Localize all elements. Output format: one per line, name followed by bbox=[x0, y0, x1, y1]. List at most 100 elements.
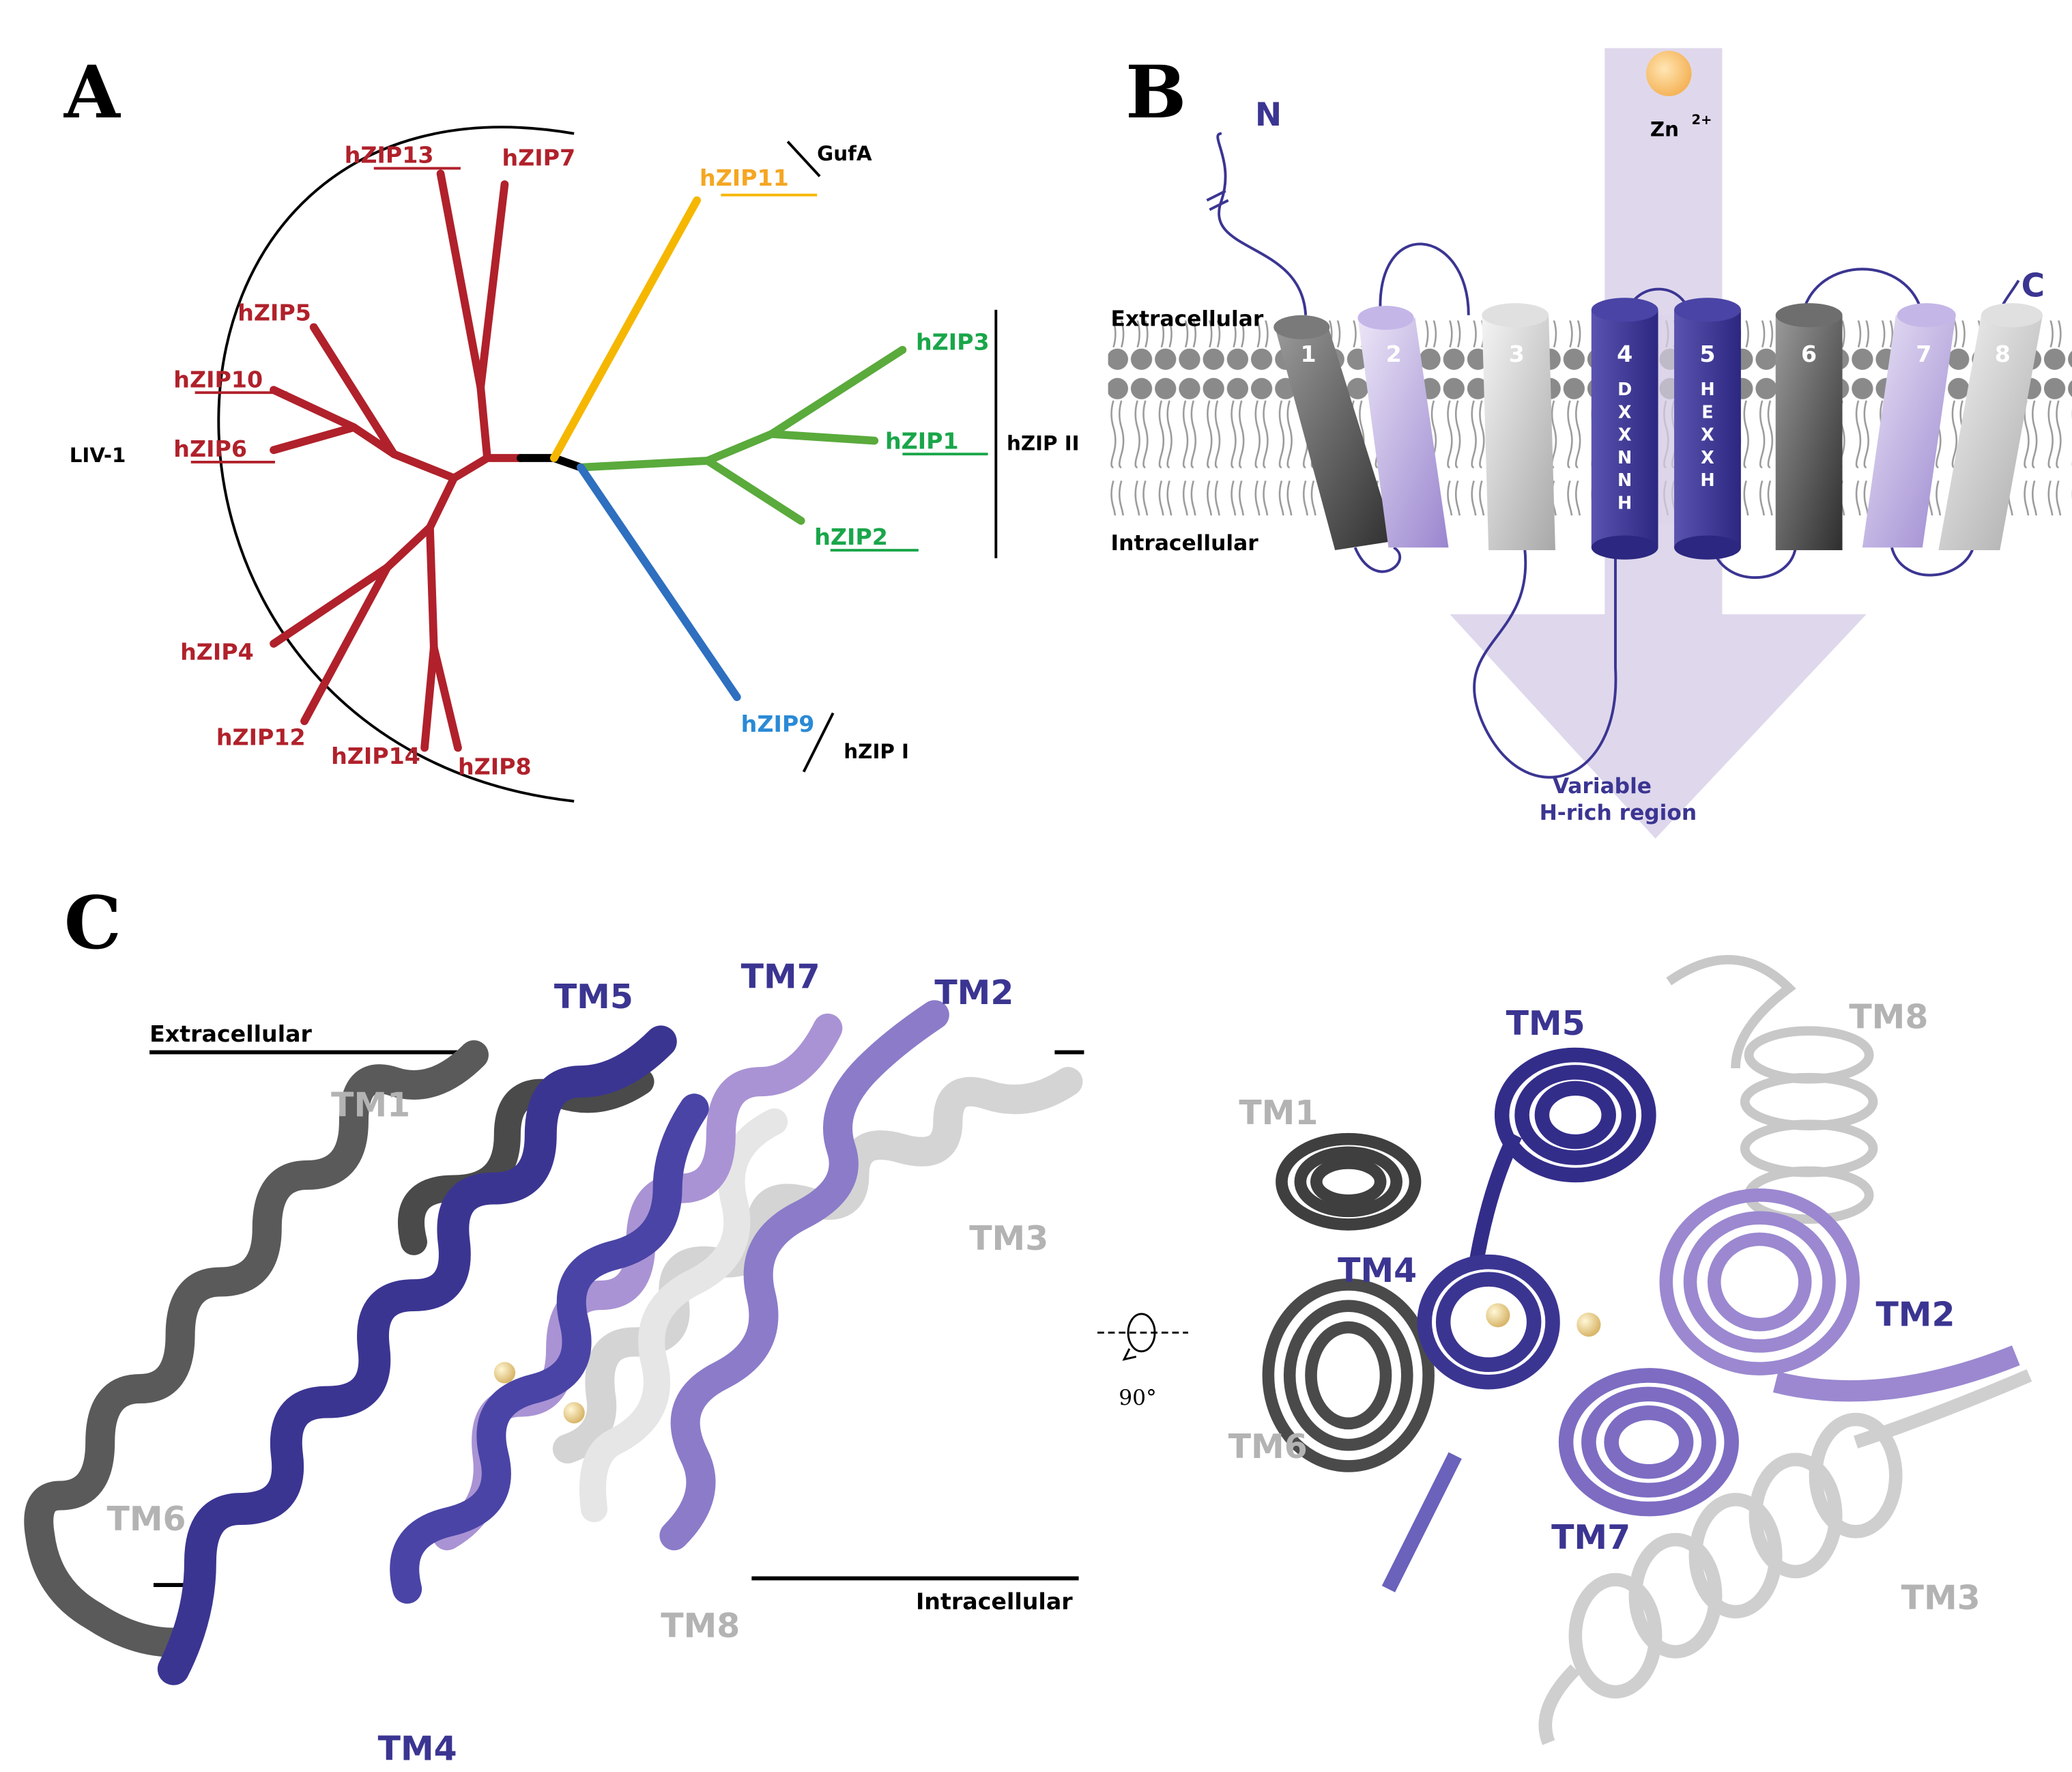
zip2-labels: hZIP3 hZIP1 hZIP2 bbox=[814, 329, 989, 551]
zinc-ball-1 bbox=[493, 1362, 516, 1384]
variable-region-label-1: Variable bbox=[1553, 774, 1652, 799]
helix-num-5: 5 bbox=[1699, 341, 1715, 367]
liv1-underlines bbox=[190, 167, 461, 463]
top-coil-tm2 bbox=[1659, 1188, 2020, 1402]
top-tm-labels: TM5 TM8 TM1 TM4 TM2 TM6 TM7 TM3 bbox=[1228, 997, 1981, 1617]
group-hzip1: hZIP I bbox=[844, 740, 909, 763]
top-view bbox=[1262, 955, 2032, 1745]
leaf-hzip3: hZIP3 bbox=[916, 329, 990, 356]
top-label-tm2: TM2 bbox=[1875, 1296, 1955, 1334]
zinc-ball-2 bbox=[563, 1402, 585, 1424]
helix-8 bbox=[1938, 303, 2043, 551]
side-label-tm5: TM5 bbox=[554, 977, 633, 1016]
helix-7 bbox=[1862, 303, 1956, 548]
group-liv1: LIV-1 bbox=[70, 444, 126, 467]
top-label-tm5: TM5 bbox=[1506, 1004, 1585, 1043]
motif5-x2: X bbox=[1701, 447, 1714, 468]
motif4-x1: X bbox=[1618, 401, 1632, 422]
leaf-hzip12: hZIP12 bbox=[216, 724, 306, 751]
motif5-h2: H bbox=[1700, 470, 1714, 490]
variable-region-label-2: H-rich region bbox=[1540, 801, 1697, 825]
rotation-angle: 90° bbox=[1119, 1386, 1156, 1410]
leaf-hzip1: hZIP1 bbox=[885, 427, 959, 454]
top-coil-tm5 bbox=[1467, 1047, 1656, 1270]
leaf-hzip8: hZIP8 bbox=[458, 754, 532, 780]
panel-c: C Extra bbox=[24, 881, 2032, 1769]
side-helix-tm3 bbox=[552, 1067, 1083, 1464]
leaf-hzip2: hZIP2 bbox=[814, 524, 888, 550]
leaf-hzip9: hZIP9 bbox=[741, 711, 815, 737]
side-helix-tm5 bbox=[157, 1025, 677, 1685]
side-view: Extracellular Intracellular TM5 TM7 TM2 … bbox=[24, 958, 1084, 1769]
top-coil-tm7 bbox=[1558, 1368, 1739, 1517]
side-tm-labels: TM5 TM7 TM2 TM1 TM3 TM6 TM8 TM4 bbox=[106, 958, 1048, 1769]
helix-4 bbox=[1591, 298, 1658, 560]
helix-num-4: 4 bbox=[1617, 341, 1632, 367]
gufa-branch bbox=[549, 196, 701, 462]
side-label-tm1: TM1 bbox=[331, 1085, 410, 1124]
liv1-bracket bbox=[217, 126, 575, 803]
helix-numbers: 1 2 3 4 5 6 7 8 bbox=[1300, 341, 2010, 367]
top-label-tm7: TM7 bbox=[1551, 1518, 1630, 1557]
leaf-hzip13: hZIP13 bbox=[345, 142, 434, 169]
leaf-hzip11: hZIP11 bbox=[700, 165, 789, 191]
side-label-tm3: TM3 bbox=[969, 1219, 1048, 1258]
helix-num-3: 3 bbox=[1509, 341, 1525, 367]
zinc-ion bbox=[1645, 51, 1692, 96]
motif4-n2: N bbox=[1617, 470, 1632, 490]
motif5-x1: X bbox=[1701, 425, 1714, 445]
motif4-n1: N bbox=[1617, 447, 1632, 468]
n-terminal-break bbox=[1206, 190, 1229, 211]
extracellular-label-b: Extracellular bbox=[1111, 306, 1264, 331]
zinc-ball-4 bbox=[1577, 1313, 1601, 1337]
rotation-indicator: 90° bbox=[1097, 1313, 1189, 1410]
motif5-e: E bbox=[1701, 401, 1713, 422]
top-label-tm4: TM4 bbox=[1338, 1251, 1417, 1290]
zip1-branch bbox=[577, 463, 741, 702]
top-coil-tm3 bbox=[1538, 1369, 2032, 1745]
group-hzip2: hZIP II bbox=[1007, 431, 1080, 455]
leaf-hzip5: hZIP5 bbox=[238, 300, 311, 326]
side-label-tm7: TM7 bbox=[741, 958, 820, 997]
helix-6 bbox=[1775, 303, 1843, 551]
zinc-charge: 2+ bbox=[1691, 112, 1712, 128]
leaf-hzip4: hZIP4 bbox=[180, 638, 254, 665]
helix-num-2: 2 bbox=[1386, 341, 1402, 367]
panel-b: B bbox=[1108, 48, 2072, 839]
leaf-hzip6: hZIP6 bbox=[173, 435, 247, 462]
leaf-hzip10: hZIP10 bbox=[173, 366, 263, 392]
zip2-branches bbox=[577, 345, 907, 525]
helix-1 bbox=[1274, 315, 1396, 551]
motif4-d: D bbox=[1617, 379, 1632, 399]
intracellular-label-b: Intracellular bbox=[1111, 531, 1259, 556]
top-coil-tm1 bbox=[1276, 1132, 1422, 1231]
side-helix-tm6 bbox=[398, 1068, 654, 1255]
side-label-tm8: TM8 bbox=[661, 1606, 740, 1645]
helix-3 bbox=[1482, 303, 1555, 551]
top-label-tm8: TM8 bbox=[1849, 997, 1928, 1036]
phylo-tree bbox=[270, 169, 907, 752]
motif4-h: H bbox=[1617, 492, 1632, 513]
motif-dxxnnh: D X X N N H bbox=[1617, 379, 1632, 513]
motif-hexxh: H E X X H bbox=[1700, 379, 1714, 490]
top-coil-tm4 bbox=[1381, 1254, 1560, 1592]
side-label-tm6: TM6 bbox=[106, 1500, 186, 1539]
top-coil-tm8 bbox=[1666, 955, 1878, 1224]
motif4-x2: X bbox=[1618, 425, 1632, 445]
top-label-tm3: TM3 bbox=[1901, 1578, 1981, 1617]
panel-a-letter: A bbox=[63, 50, 121, 134]
panel-c-letter: C bbox=[64, 881, 121, 965]
group-markers bbox=[786, 141, 998, 773]
liv1-labels: hZIP13 hZIP7 hZIP5 hZIP10 hZIP6 hZIP4 hZ… bbox=[173, 142, 575, 780]
helix-num-6: 6 bbox=[1801, 341, 1817, 367]
side-helix-tm4 bbox=[390, 1094, 709, 1604]
top-label-tm1: TM1 bbox=[1239, 1094, 1318, 1132]
motif5-h1: H bbox=[1700, 379, 1714, 399]
extracellular-label-c: Extracellular bbox=[149, 1020, 312, 1047]
liv1-branches bbox=[270, 169, 525, 752]
side-label-tm2: TM2 bbox=[934, 973, 1013, 1012]
side-helices bbox=[24, 1000, 1083, 1685]
top-coil-tm6 bbox=[1262, 1278, 1435, 1472]
helix-2 bbox=[1357, 306, 1449, 548]
